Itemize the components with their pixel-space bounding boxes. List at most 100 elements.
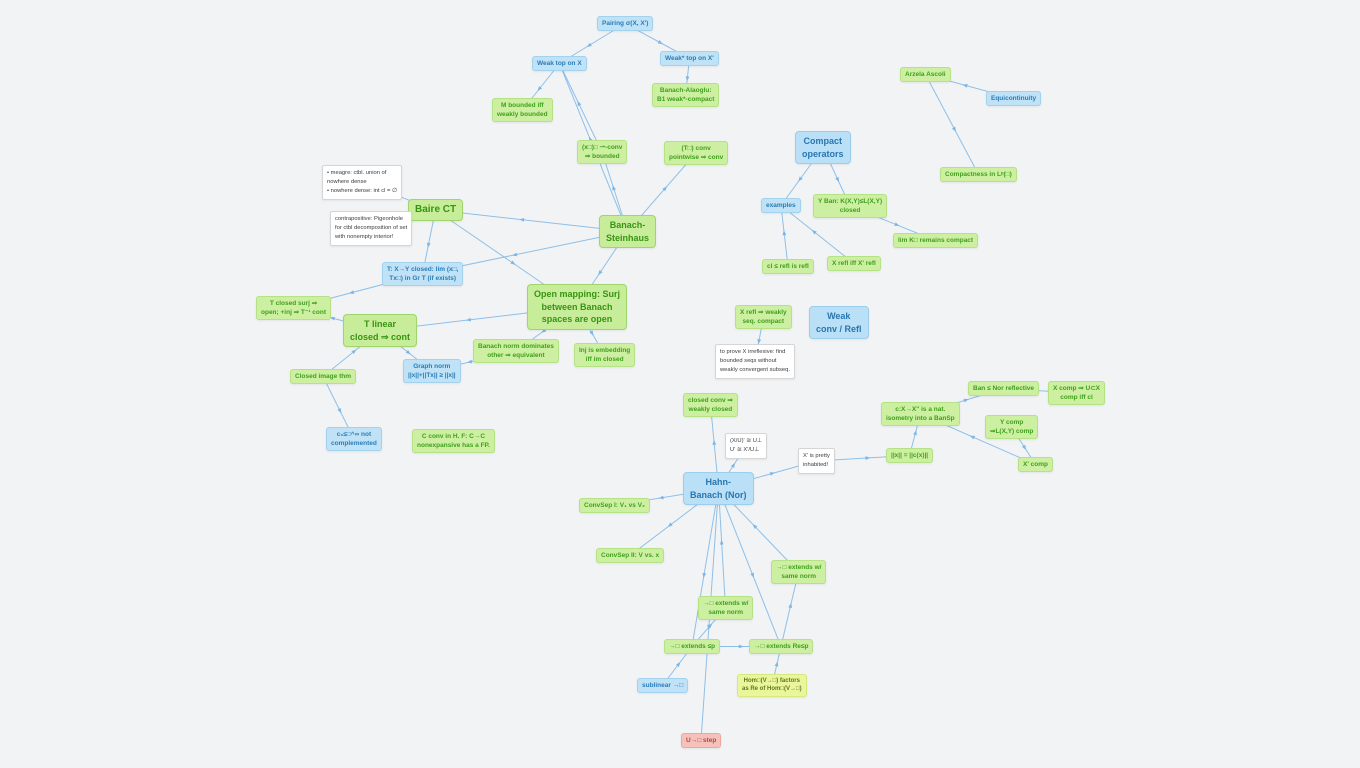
baire-ct-node[interactable]: Baire CT: [408, 199, 464, 221]
y-comp-node[interactable]: Y comp⇒L(X,Y) comp: [985, 415, 1039, 440]
edge-x-refl-iff-examples: [780, 205, 855, 264]
edge-arrowhead: [769, 472, 776, 476]
edge-arrowhead: [612, 185, 616, 191]
x-refl-iff-label: X refl iff X' refl: [832, 260, 876, 267]
convsep2-node[interactable]: ConvSep II: V vs. x: [596, 548, 665, 564]
norm-c-node[interactable]: ||x|| = ||c(x)||: [886, 448, 934, 464]
convsep1-label: ConvSep I: V₁ vs V₂: [584, 502, 645, 509]
xn-conv-node[interactable]: (x□)□ ⇀-conv⇒ bounded: [577, 140, 628, 165]
closed-conv-label: weakly closed: [688, 406, 733, 414]
equicontinuity-node[interactable]: Equicontinuity: [986, 91, 1042, 107]
x-refl-iff-node[interactable]: X refl iff X' refl: [827, 256, 881, 272]
lim-k-compact-node[interactable]: lim K□ remains compact: [893, 233, 979, 249]
graph-norm-label: Graph norm: [413, 363, 451, 370]
inhabited-note-label: inhabited!: [803, 461, 829, 468]
extends-leq-p-label: →□ extends ≤p: [669, 643, 716, 650]
edge-arrowhead: [675, 661, 681, 667]
edge-arrowhead: [835, 176, 840, 183]
compactness-lp-node[interactable]: Compactness in Lᵖ(□): [940, 167, 1017, 183]
arzela-ascoli-node[interactable]: Arzela Ascoli: [900, 67, 951, 83]
banach-norm-dominates-label: Banach norm dominates: [478, 343, 554, 350]
t-closed-surj-node[interactable]: T closed surj ⇒open; +inj ⇒ T⁻¹ cont: [256, 296, 332, 321]
t-closed-surj-label: T closed surj ⇒: [269, 300, 318, 307]
meagre-note-label: • nowhere dense: int cl = ∅: [327, 187, 398, 194]
u-step-node[interactable]: U→□ step: [681, 733, 722, 749]
extends-same-norm-2-node[interactable]: →□ extends w/same norm: [698, 596, 754, 621]
tn-conv-label: pointwise ⇒ conv: [669, 154, 724, 162]
edge-extends-same-norm-2-hahn-banach: [718, 488, 726, 609]
edge-arrowhead: [1021, 444, 1027, 450]
sublinear-node[interactable]: sublinear →□: [637, 678, 689, 694]
banach-steinhaus-node[interactable]: Banach- Steinhaus: [599, 215, 657, 249]
closed-image-thm-label: Closed image thm: [295, 373, 351, 380]
edge-arrowhead: [519, 218, 525, 222]
banach-alaoglu-label: B1 weak*-compact: [657, 96, 715, 104]
edge-arrowhead: [702, 572, 707, 579]
extends-re-p-node[interactable]: →□ extends Re≤p: [749, 639, 814, 655]
banach-steinhaus-label: Steinhaus: [606, 232, 650, 243]
x-prime-comp-node[interactable]: X' comp: [1018, 457, 1054, 473]
equicontinuity-label: Equicontinuity: [991, 95, 1037, 102]
edge-arrowhead: [707, 624, 711, 630]
norm-c-label: ||x|| = ||c(x)||: [891, 452, 929, 459]
hahn-banach-label: Banach (Nor): [690, 489, 747, 500]
compact-operators-label: operators: [802, 148, 844, 159]
edge-arrowhead: [598, 270, 603, 276]
closed-image-thm-node[interactable]: Closed image thm: [290, 369, 356, 385]
hom-note-label: Hom□(V→□) factors: [743, 678, 800, 684]
weak-top-x-label: Weak top on X: [537, 60, 582, 67]
u-step-label: U→□ step: [686, 737, 717, 744]
edge-arrowhead: [719, 539, 724, 545]
banach-steinhaus-label: Banach-: [609, 220, 646, 230]
edge-arrowhead: [667, 522, 673, 528]
weak-star-top-x-label: Weak* top on X': [665, 55, 714, 62]
edge-arrowhead: [969, 435, 976, 440]
convsep1-node[interactable]: ConvSep I: V₁ vs V₂: [579, 498, 650, 514]
y-ban-node[interactable]: Y Ban: K(X,Y)≤L(X,Y)closed: [813, 194, 888, 219]
examples-label: examples: [766, 202, 796, 209]
t-closed-def-node[interactable]: T: X→Y closed: lim (x□,Tx□) in Gr T (if …: [382, 262, 464, 287]
ban-nor-reflective-node[interactable]: Ban ≤ Nor reflective: [968, 381, 1040, 397]
edge-xn-conv-weak-top-x: [559, 63, 603, 153]
banach-alaoglu-node[interactable]: Banach-Alaoglu:B1 weak*-compact: [652, 83, 720, 108]
examples-node[interactable]: examples: [761, 198, 801, 214]
edge-arrowhead: [913, 429, 917, 436]
inj-embedding-label: Inj is embedding: [579, 347, 631, 354]
weak-conv-refl-label: conv / Refl: [816, 323, 862, 334]
edge-arrowhead: [589, 330, 594, 336]
edge-hahn-banach-extends-re-p: [718, 488, 782, 647]
lim-k-compact-label: lim K□ remains compact: [898, 237, 974, 244]
hahn-banach-node[interactable]: Hahn-Banach (Nor): [683, 472, 754, 506]
cl-refl-node[interactable]: cl ≤ refl is refl: [762, 259, 814, 275]
duality-note-node[interactable]: (X/U)' ≅ U⊥U' ≅ X'/U⊥: [725, 433, 767, 459]
pairing-node[interactable]: Pairing σ(X, X'): [597, 16, 654, 32]
meagre-note-node[interactable]: • meagre: ctbl. union of nowhere dense• …: [322, 165, 403, 200]
closed-conv-node[interactable]: closed conv ⇒weakly closed: [683, 393, 738, 418]
weak-star-top-x-node[interactable]: Weak* top on X': [660, 51, 719, 67]
cl-refl-label: cl ≤ refl is refl: [767, 263, 809, 270]
weak-top-x-node[interactable]: Weak top on X: [532, 56, 587, 72]
edge-arrowhead: [512, 252, 518, 257]
extends-leq-p-node[interactable]: →□ extends ≤p: [664, 639, 721, 655]
extends-same-norm-1-node[interactable]: →□ extends w/same norm: [771, 560, 827, 585]
edge-arrowhead: [348, 290, 355, 294]
c-isometry-node[interactable]: c:X→X'' is a nat.isometry into a BanSp: [881, 402, 960, 427]
graph-norm-node[interactable]: Graph norm||x||+||Tx|| ≥ ||x||: [403, 359, 461, 384]
